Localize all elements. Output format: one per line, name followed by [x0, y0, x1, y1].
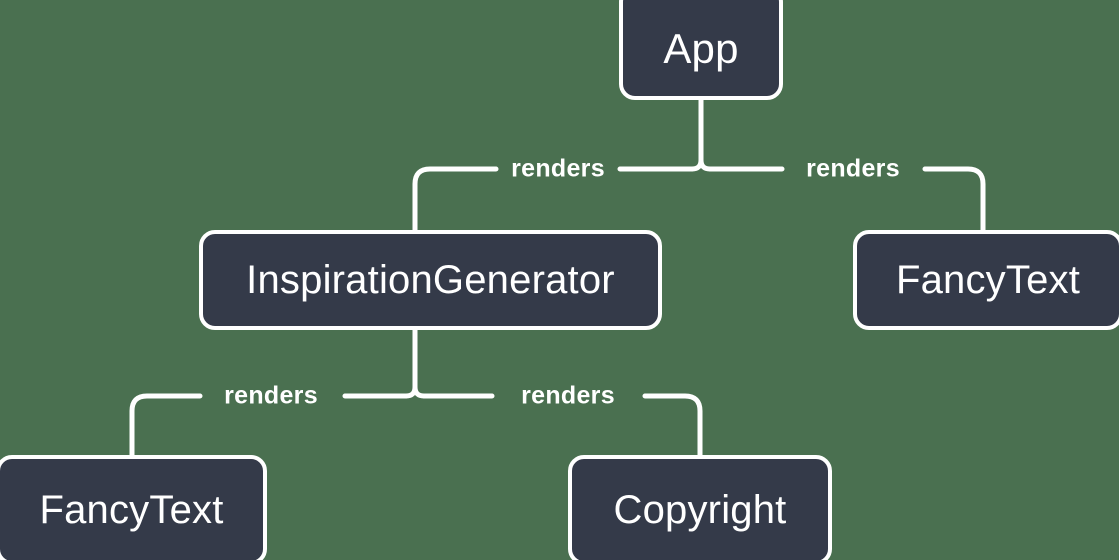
- edge-inspiration-generator-stem: [403, 327, 418, 399]
- node-copyright[interactable]: Copyright: [568, 455, 832, 560]
- node-fancytext-bottom[interactable]: FancyText: [0, 455, 267, 560]
- node-app-label: App: [663, 25, 739, 72]
- node-fancytext-right-label: FancyText: [895, 258, 1081, 302]
- edge-inspiration-generator-stem-right: [412, 384, 427, 399]
- node-fancytext-right[interactable]: FancyText: [853, 230, 1119, 330]
- node-copyright-label: Copyright: [613, 488, 787, 532]
- node-inspiration-generator[interactable]: InspirationGenerator: [199, 230, 662, 330]
- edge-app-stem-right: [698, 157, 713, 172]
- edge-app-stem: [689, 96, 704, 172]
- edge-label-app-to-inspiration-generator: renders: [511, 154, 605, 183]
- node-inspiration-generator-label: InspirationGenerator: [246, 258, 615, 302]
- edge-label-inspiration-generator-to-fancytext-bottom: renders: [224, 381, 318, 410]
- node-fancytext-bottom-label: FancyText: [39, 488, 224, 532]
- node-app[interactable]: App: [619, 0, 783, 100]
- edge-label-app-to-fancytext-right: renders: [806, 154, 900, 183]
- edge-label-inspiration-generator-to-copyright: renders: [521, 381, 615, 410]
